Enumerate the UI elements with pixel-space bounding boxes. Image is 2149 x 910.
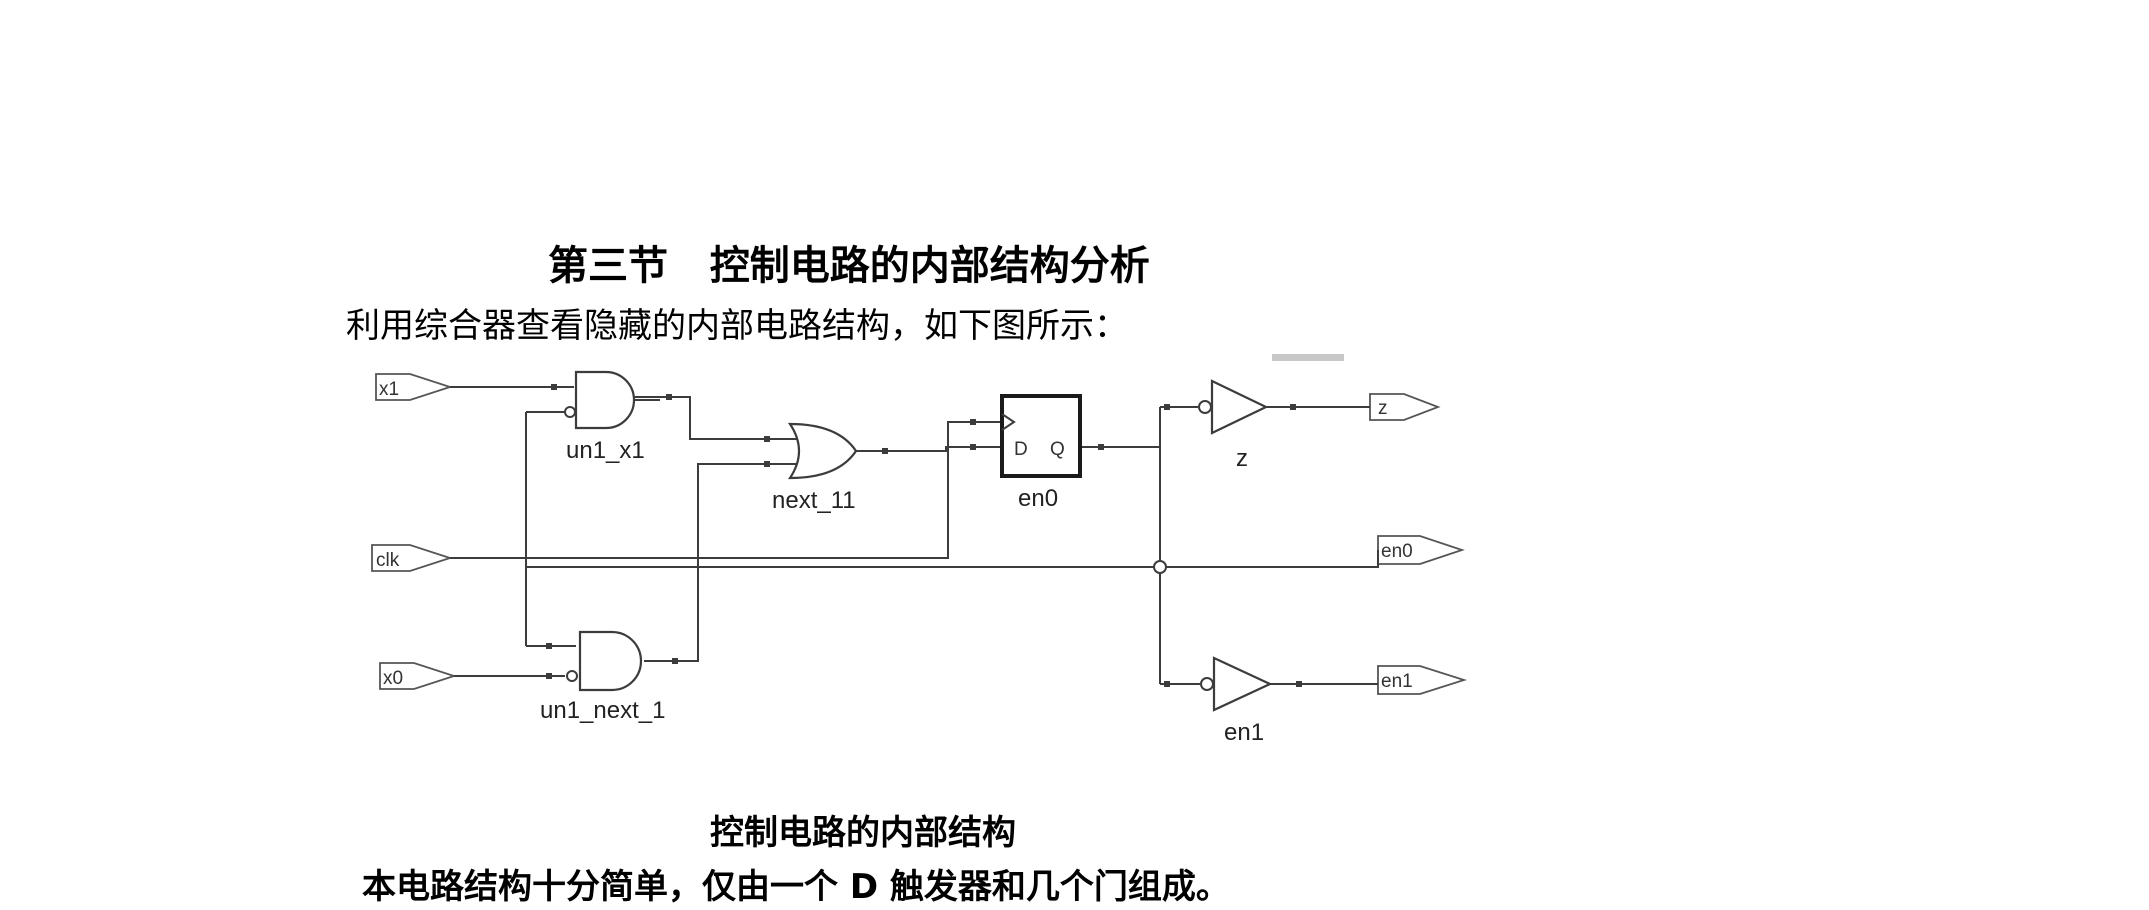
scan-artifact-mark [1272,354,1344,361]
dff-en0: D Q en0 [1000,394,1082,512]
connection-dots [546,384,1302,687]
port-en1: en1 [1377,665,1467,695]
port-en0-label: en0 [1381,541,1413,562]
wires [450,386,1379,685]
dff-pin-d: D [1014,439,1028,460]
inverter-en1: en1 [1200,656,1273,746]
and-gate-un1-next-1: un1_next_1 [540,630,665,724]
figure-caption: 控制电路的内部结构 [710,813,1016,853]
port-x1-label: x1 [379,379,399,400]
intro-paragraph: 利用综合器查看隐藏的内部电路结构，如下图所示： [346,306,1128,346]
instance-label-un1-x1: un1_x1 [566,437,645,464]
port-z: z [1369,393,1441,421]
port-en0: en0 [1377,535,1465,565]
instance-label-en0: en0 [1018,485,1058,512]
or-gate-next-11: next_11 [772,422,858,514]
description-paragraph: 本电路结构十分简单，仅由一个 D 触发器和几个门组成。 [362,867,1230,907]
port-clk-label: clk [376,550,400,571]
port-x0-label: x0 [383,668,403,689]
port-en1-label: en1 [1381,671,1413,692]
and-gate-un1-x1: un1_x1 [564,370,660,464]
port-clk: clk [371,544,453,572]
port-x0: x0 [379,662,457,690]
dff-pin-q: Q [1050,439,1065,460]
inverter-z: z [1198,379,1269,472]
instance-label-en1: en1 [1224,719,1264,746]
instance-label-un1-next-1: un1_next_1 [540,697,665,724]
port-x1: x1 [375,373,453,401]
section-title: 第三节 控制电路的内部结构分析 [548,243,1150,289]
instance-label-next-11: next_11 [772,487,856,514]
port-z-label: z [1378,398,1388,419]
instance-label-z: z [1236,445,1248,472]
